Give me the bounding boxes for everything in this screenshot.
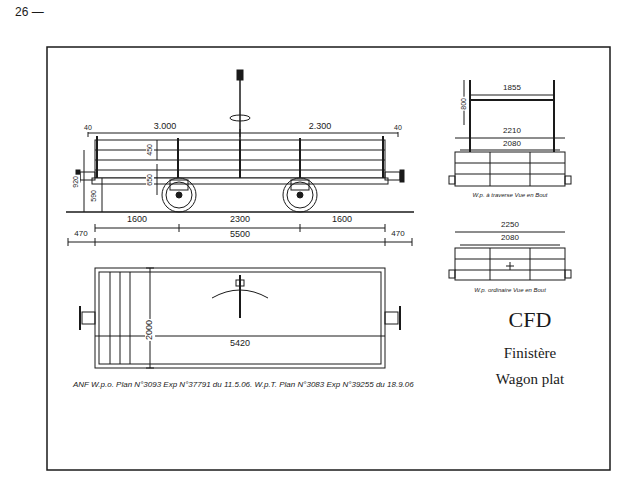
plan-reference: ANF W.p.o. Plan N°3093 Exp N°37791 du 11… bbox=[72, 381, 415, 390]
dimension: 5420 bbox=[229, 339, 251, 349]
end-view-crossbar bbox=[449, 80, 571, 186]
dimension: 1600 bbox=[126, 215, 148, 225]
dimension: 450 bbox=[146, 143, 154, 157]
end-view-ordinary bbox=[449, 232, 571, 280]
dimension: 920 bbox=[72, 175, 80, 189]
dimension: 2080 bbox=[500, 234, 520, 243]
wagon-type: Wagon plat bbox=[495, 371, 565, 388]
dimension: 800 bbox=[460, 97, 468, 111]
region-name: Finistère bbox=[503, 345, 558, 362]
dimension: 2080 bbox=[502, 140, 522, 149]
page-number: 26 — bbox=[14, 6, 45, 19]
dimension: 1600 bbox=[331, 215, 353, 225]
dimension: 470 bbox=[73, 230, 88, 239]
railway-name: CFD bbox=[508, 308, 553, 332]
dimension: 2300 bbox=[229, 215, 251, 225]
dimension: 2000 bbox=[145, 319, 155, 341]
view-caption: W.p. à traverse Vue en Bout bbox=[471, 192, 548, 199]
dimension: 650 bbox=[146, 173, 154, 187]
dimension: 1855 bbox=[502, 84, 522, 93]
sheet-frame bbox=[47, 47, 610, 470]
plan-view bbox=[80, 268, 400, 368]
dimension: 40 bbox=[393, 124, 403, 132]
dimension: 590 bbox=[90, 189, 98, 203]
dimension: 40 bbox=[83, 124, 93, 132]
dimension: 2.300 bbox=[308, 122, 333, 132]
side-view bbox=[66, 70, 414, 246]
dimension: 2210 bbox=[502, 127, 522, 136]
view-caption: W.p. ordinaire Vue en Bout bbox=[473, 287, 547, 294]
dimension: 470 bbox=[390, 230, 405, 239]
dimension: 5500 bbox=[229, 230, 251, 240]
dimension: 2250 bbox=[500, 221, 520, 230]
dimension: 3.000 bbox=[153, 122, 178, 132]
